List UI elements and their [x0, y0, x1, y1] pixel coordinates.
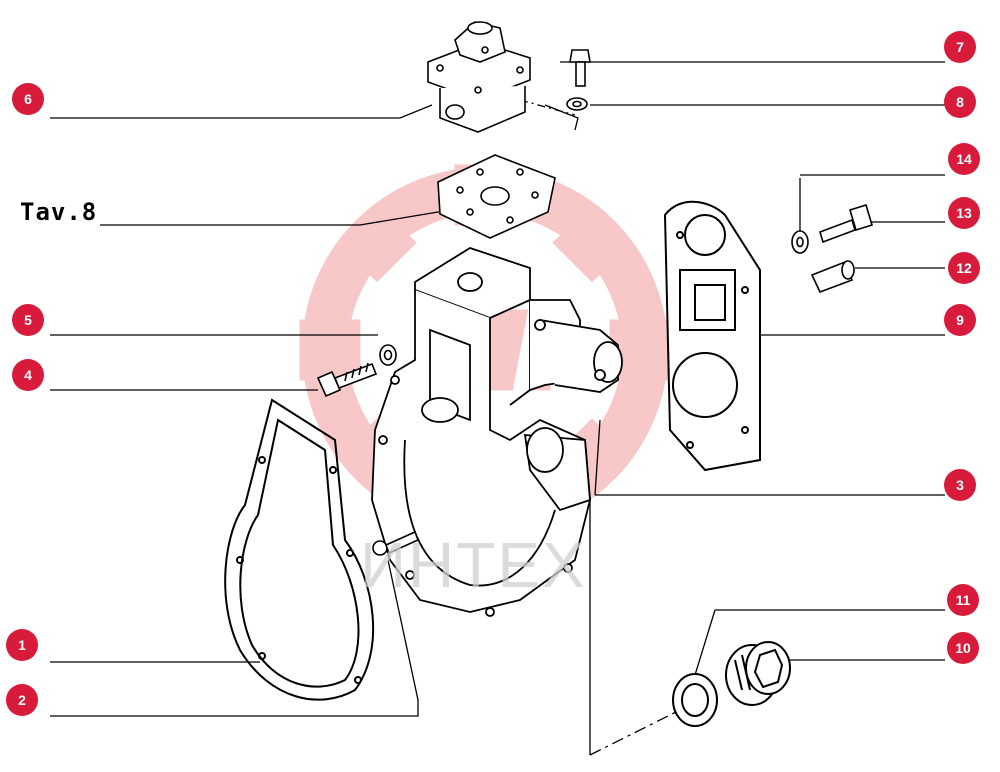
callout-8: 8	[944, 86, 976, 118]
part-10-plug	[725, 641, 791, 706]
callout-12: 12	[948, 252, 980, 284]
watermark-text: ИНТЕХ	[360, 529, 587, 601]
part-1-gasket	[224, 398, 375, 701]
callout-10: 10	[947, 632, 979, 664]
part-2-screw	[372, 530, 420, 556]
callout-7: 7	[944, 31, 976, 63]
callout-13: 13	[948, 197, 980, 229]
part-4-bolt	[316, 362, 378, 398]
part-14-washer	[791, 230, 809, 254]
part-6-valve-assembly	[427, 21, 531, 133]
callout-6: 6	[12, 83, 44, 115]
part-7-bolt	[569, 49, 591, 87]
callout-14: 14	[948, 143, 980, 175]
callout-4: 4	[12, 359, 44, 391]
callout-3: 3	[944, 469, 976, 501]
callout-2: 2	[6, 684, 38, 716]
part-3-main-housing	[371, 247, 623, 617]
callout-5: 5	[12, 304, 44, 336]
part-9-cover-plate	[663, 200, 761, 472]
part-gasket-plate	[437, 154, 556, 239]
part-11-seal-ring	[672, 673, 718, 727]
part-13-screw	[819, 203, 873, 244]
part-8-nut	[566, 97, 588, 111]
leader-lines	[50, 61, 945, 756]
callout-1: 1	[6, 629, 38, 661]
drawing-label: Tav.8	[20, 198, 98, 226]
callout-11: 11	[947, 584, 979, 616]
callout-9: 9	[944, 304, 976, 336]
part-12-sleeve	[810, 260, 855, 294]
part-5-washer	[379, 344, 397, 366]
